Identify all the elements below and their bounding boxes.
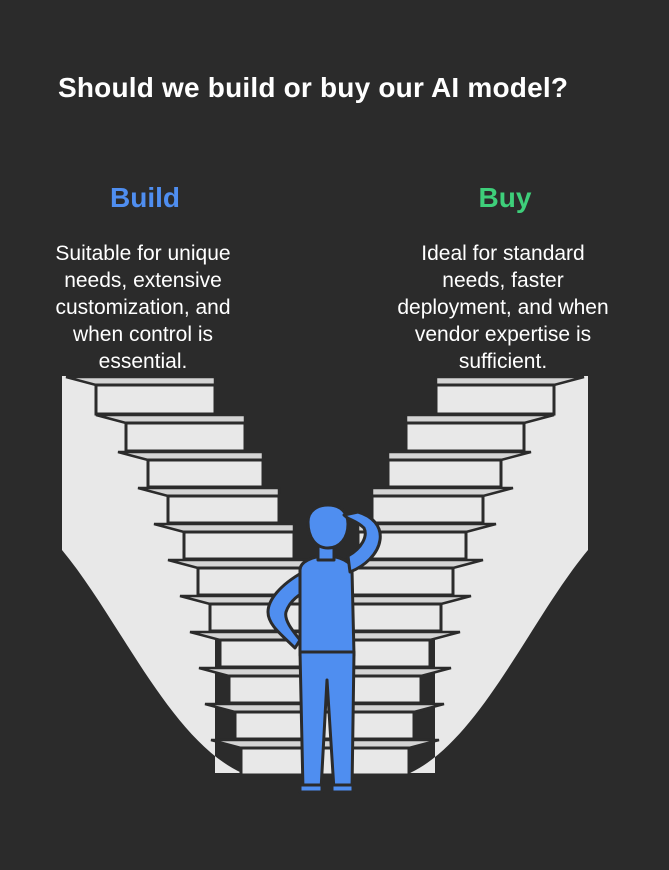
step-riser [434, 383, 556, 416]
step-riser [345, 566, 455, 597]
buy-option-description: Ideal for standard needs, faster deploym… [397, 242, 609, 373]
step-riser [404, 421, 526, 453]
step-riser [370, 494, 485, 525]
page-title: Should we build or buy our AI model? [58, 72, 569, 103]
build-option-label: Build [110, 182, 180, 213]
step-riser [166, 494, 281, 525]
person-thinking-icon [266, 503, 382, 794]
step-riser [146, 458, 265, 489]
step-riser [124, 421, 247, 453]
step-riser [94, 383, 217, 416]
step-riser [386, 458, 503, 489]
build-option-description: Suitable for unique needs, extensive cus… [55, 242, 231, 373]
step-riser [309, 746, 411, 777]
buy-option-label: Buy [478, 182, 532, 213]
step-riser [182, 530, 296, 561]
